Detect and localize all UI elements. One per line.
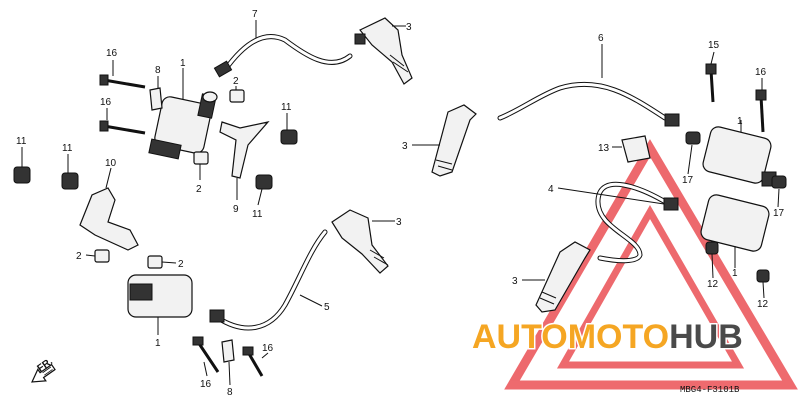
callout-3-top: 3 <box>406 22 412 33</box>
callout-16-bottom-a: 16 <box>200 379 212 390</box>
callout-10: 10 <box>105 158 117 169</box>
bolt-16-bottom-b <box>242 346 264 377</box>
collar-2-b <box>193 151 209 165</box>
callout-2-c: 2 <box>76 251 82 262</box>
bolt-16-middle <box>99 120 146 135</box>
callout-labels: 1 7 3 16 8 16 2 2 9 11 11 11 11 10 2 2 1… <box>16 9 785 398</box>
callout-2-a: 2 <box>233 76 239 87</box>
svg-text:AUTOMOTOHUB: AUTOMOTOHUB <box>472 318 743 356</box>
watermark-hub: HUB <box>669 318 743 356</box>
callout-16-top: 16 <box>106 48 118 59</box>
callout-11-c: 11 <box>16 136 27 147</box>
callout-12-a: 12 <box>707 279 719 290</box>
callout-2-d: 2 <box>178 259 184 270</box>
diagram-code: MBG4-F3101B <box>680 385 740 395</box>
plug-cap-middle <box>331 209 389 274</box>
callout-3-bottom-right: 3 <box>512 276 518 287</box>
grommet-11-c <box>13 166 31 184</box>
plug-cap-bottom-right <box>535 241 591 313</box>
watermark-moto: MOTO <box>568 318 669 356</box>
callout-16-bottom-b: 16 <box>262 343 274 354</box>
bolt-15 <box>705 63 717 103</box>
watermark-auto: AUTO <box>472 318 568 356</box>
clip-8-bottom <box>221 339 235 363</box>
callout-7: 7 <box>252 9 258 20</box>
callout-17-a: 17 <box>682 175 694 186</box>
plug-cap-center <box>431 104 477 177</box>
callout-16-middle: 16 <box>100 97 112 108</box>
callout-3-middle: 3 <box>396 217 402 228</box>
callout-8-top: 8 <box>155 65 161 76</box>
callout-2-b: 2 <box>196 184 202 195</box>
callout-4: 4 <box>548 184 554 195</box>
callout-13: 13 <box>598 143 610 154</box>
callout-17-b: 17 <box>773 208 785 219</box>
bolt-16-top <box>99 74 146 89</box>
grommet-11-b <box>255 174 273 190</box>
callout-16-right: 16 <box>755 67 767 78</box>
callout-1-top-left: 1 <box>180 58 186 69</box>
callout-12-b: 12 <box>757 299 769 310</box>
callout-11-a: 11 <box>281 102 292 113</box>
callout-8-bottom: 8 <box>227 387 233 398</box>
callout-11-d: 11 <box>62 143 73 154</box>
bolt-16-bottom-a <box>192 336 220 373</box>
clip-13 <box>621 135 651 163</box>
callout-1-right-lower: 1 <box>732 268 738 279</box>
grommet-11-a <box>280 129 298 145</box>
plug-cap-top <box>354 17 413 85</box>
ignition-coil-top-left <box>148 91 218 160</box>
callout-9: 9 <box>233 204 239 215</box>
callout-11-b: 11 <box>252 209 263 220</box>
callout-6: 6 <box>598 33 604 44</box>
front-direction-arrow: FR. <box>31 356 56 383</box>
grommet-17-b <box>771 175 787 189</box>
ignition-coil-right-upper <box>702 126 777 187</box>
clip-8-top <box>149 87 163 111</box>
watermark-logo-text: AUTOMOTOHUB <box>471 317 745 358</box>
collar-2-d <box>147 255 163 269</box>
high-tension-wire-5 <box>209 229 328 331</box>
callout-1-bottom-left: 1 <box>155 338 161 349</box>
collar-2-c <box>94 249 110 263</box>
bracket-10 <box>79 187 139 251</box>
watermark-triangle-logo <box>504 139 798 390</box>
bolt-16-right <box>755 89 767 133</box>
ignition-coil-right-lower <box>700 194 770 252</box>
high-tension-wire-7 <box>213 34 353 78</box>
high-tension-wire-6 <box>497 81 680 127</box>
collar-2-a <box>229 89 245 103</box>
grommet-11-d <box>61 172 79 190</box>
grommet-12-b <box>756 269 770 283</box>
ignition-coil-bottom-left <box>127 274 193 318</box>
leader-lines <box>21 20 780 386</box>
grommet-17-a <box>685 131 701 145</box>
bracket-9 <box>219 121 270 179</box>
grommet-12-a <box>705 241 719 255</box>
callout-15: 15 <box>708 40 720 51</box>
callout-1-right-upper: 1 <box>737 116 743 127</box>
callout-5: 5 <box>324 302 330 313</box>
high-tension-wire-4 <box>595 181 679 264</box>
callout-3-center: 3 <box>402 141 408 152</box>
